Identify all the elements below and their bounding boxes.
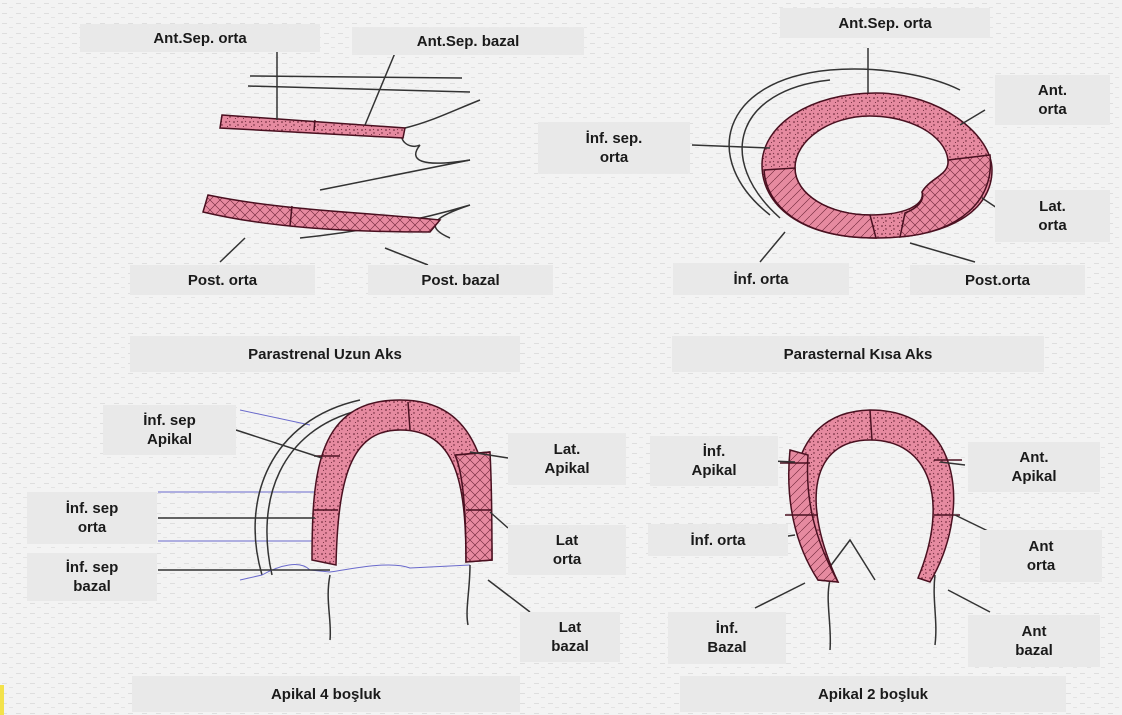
label-plax-ant-sep-orta: Ant.Sep. orta	[80, 24, 320, 52]
label-a2c-inf-orta: İnf. orta	[648, 524, 788, 556]
post-segment	[203, 195, 440, 232]
label-psax-inf-orta: İnf. orta	[673, 263, 849, 295]
label-plax-post-bazal: Post. bazal	[368, 265, 553, 295]
label-a2c-inf-apikal: İnf.Apikal	[650, 436, 778, 486]
label-psax-post-orta: Post.orta	[910, 265, 1085, 295]
title-parastrenal-uzun-aks: Parastrenal Uzun Aks	[130, 336, 520, 372]
label-psax-ant-orta: Ant.orta	[995, 75, 1110, 125]
title-apikal-4-bosluk: Apikal 4 boşluk	[132, 676, 520, 712]
label-a2c-ant-apikal: Ant.Apikal	[968, 442, 1100, 492]
plax-diagram	[203, 48, 480, 265]
label-a2c-inf-bazal: İnf.Bazal	[668, 612, 786, 664]
label-plax-post-orta: Post. orta	[130, 265, 315, 295]
label-plax-ant-sep-bazal: Ant.Sep. bazal	[352, 27, 584, 55]
label-psax-lat-orta: Lat.orta	[995, 190, 1110, 242]
label-psax-inf-sep-orta: İnf. sep.orta	[538, 122, 690, 174]
label-a4c-lat-apikal: Lat.Apikal	[508, 433, 626, 485]
psax-diagram	[692, 48, 1000, 262]
ant-sep-segment	[220, 115, 405, 138]
title-apikal-2-bosluk: Apikal 2 boşluk	[680, 676, 1066, 712]
label-psax-ant-sep-orta: Ant.Sep. orta	[780, 8, 990, 38]
title-parasternal-kisa-aks: Parasternal Kısa Aks	[672, 336, 1044, 372]
